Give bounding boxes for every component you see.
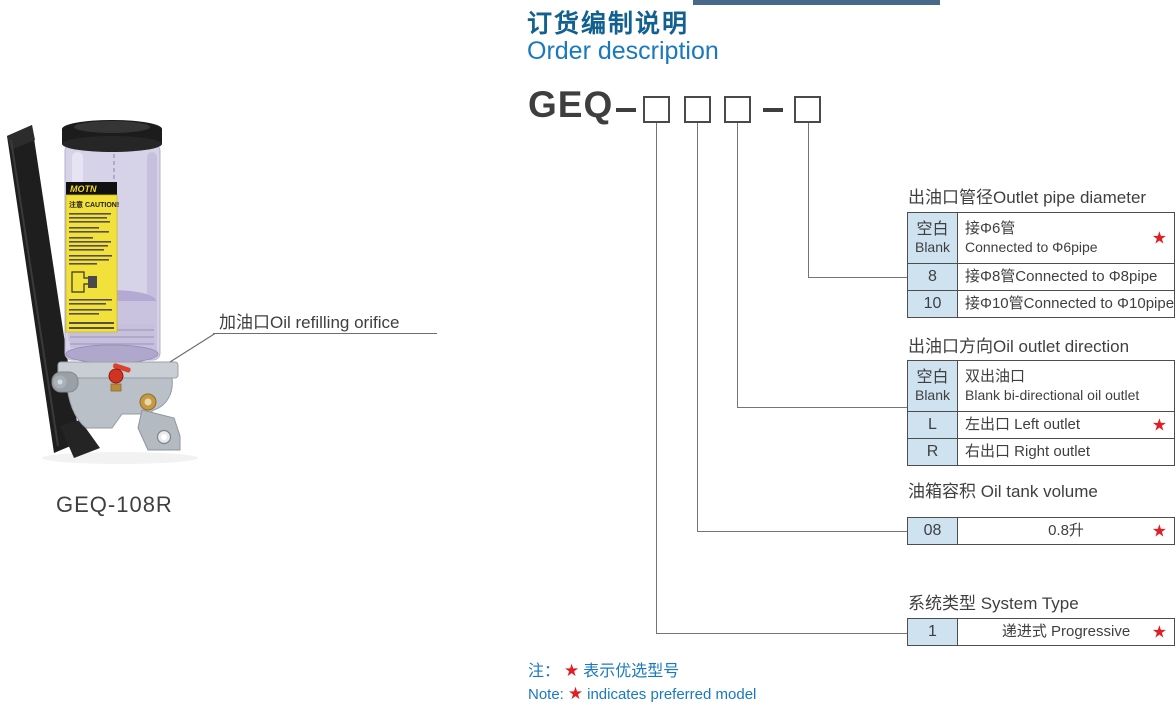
brass-outlet-fitting bbox=[139, 393, 157, 411]
callout-leader-line bbox=[213, 333, 437, 334]
order-code-box-1 bbox=[643, 96, 670, 123]
pump-base bbox=[51, 361, 181, 451]
pump-link bbox=[60, 420, 100, 458]
preferred-star-icon: ★ bbox=[1151, 228, 1167, 248]
page-top-bar bbox=[693, 0, 940, 5]
order-code-prefix: GEQ bbox=[528, 84, 614, 125]
table-header-system-type: 系统类型 System Type bbox=[908, 594, 1079, 613]
connector-line bbox=[808, 123, 809, 277]
order-code-box-2 bbox=[684, 96, 711, 123]
callout-leader-diagonal bbox=[169, 332, 216, 363]
code-cell: 10 bbox=[908, 291, 958, 317]
page-title-cn: 订货编制说明 bbox=[527, 10, 690, 38]
pump-shadow bbox=[42, 452, 198, 464]
connector-line bbox=[656, 123, 657, 633]
table-row: 1 递进式 Progressive★ bbox=[908, 619, 1174, 645]
code-cell: L bbox=[908, 412, 958, 438]
code-cell: R bbox=[908, 439, 958, 465]
preferred-star-icon: ★ bbox=[1151, 415, 1167, 435]
spec-table-system-type: 1 递进式 Progressive★ bbox=[907, 618, 1175, 646]
label-diagram bbox=[71, 271, 97, 293]
pump-warning-label: MOTN 注意 CAUTION! bbox=[65, 182, 119, 333]
table-row: 10 接Φ10管Connected to Φ10pipe bbox=[908, 290, 1174, 317]
table-header-oil-outlet-direction: 出油口方向Oil outlet direction bbox=[908, 337, 1130, 356]
description-cell: 接Φ8管Connected to Φ8pipe bbox=[965, 268, 1158, 286]
spec-table-oil-tank-volume: 08 0.8升★ bbox=[907, 517, 1175, 545]
note-line-cn: 注：★表示优选型号 bbox=[528, 657, 679, 681]
preferred-star-icon: ★ bbox=[1151, 622, 1167, 642]
description-cell: 右出口 Right outlet bbox=[965, 443, 1091, 461]
connector-line bbox=[737, 123, 738, 407]
note-prefix-cn: 注： bbox=[528, 663, 561, 680]
label-text-lines bbox=[69, 213, 112, 265]
order-code-dash bbox=[616, 108, 636, 112]
connector-line bbox=[656, 633, 907, 634]
oil-refill-callout-label: 加油口Oil refilling orifice bbox=[219, 313, 400, 332]
description-cell: 左出口 Left outlet★ bbox=[965, 415, 1167, 435]
connector-line bbox=[697, 123, 698, 531]
connector-line bbox=[697, 531, 907, 532]
code-cell: 08 bbox=[908, 518, 958, 544]
preferred-star-icon: ★ bbox=[564, 661, 580, 680]
note-line-en: Note:★indicates preferred model bbox=[528, 684, 756, 704]
order-code-box-4 bbox=[794, 96, 821, 123]
description-cell: 接Φ10管Connected to Φ10pipe bbox=[965, 295, 1174, 313]
preferred-star-icon: ★ bbox=[567, 684, 584, 703]
description-cell: 0.8升★ bbox=[1048, 521, 1167, 541]
pump-cap bbox=[62, 120, 162, 152]
note-prefix-en: Note: bbox=[528, 686, 564, 703]
note-text-en: indicates preferred model bbox=[587, 686, 757, 703]
table-row: 08 0.8升★ bbox=[908, 518, 1174, 544]
code-cell: 8 bbox=[908, 264, 958, 290]
label-brand-text: MOTN bbox=[70, 184, 97, 194]
code-cell: 1 bbox=[908, 619, 958, 645]
order-code-box-3 bbox=[724, 96, 751, 123]
pump-illustration: MOTN 注意 CAUTION! bbox=[7, 120, 198, 464]
order-code-dash bbox=[763, 108, 783, 112]
product-model-caption: GEQ-108R bbox=[56, 492, 173, 517]
description-cell: 递进式 Progressive★ bbox=[1001, 622, 1167, 642]
table-row: L 左出口 Left outlet★ bbox=[908, 411, 1174, 438]
connector-line bbox=[808, 277, 907, 278]
table-row: 8 接Φ8管Connected to Φ8pipe bbox=[908, 263, 1174, 290]
table-row: R 右出口 Right outlet bbox=[908, 438, 1174, 465]
label-text-lines-bottom bbox=[69, 299, 114, 329]
label-caution-text: 注意 CAUTION! bbox=[69, 200, 119, 209]
note-text-cn: 表示优选型号 bbox=[583, 663, 680, 680]
page-title-en: Order description bbox=[527, 37, 719, 65]
oil-refill-fitting bbox=[108, 363, 131, 392]
table-header-oil-tank-volume: 油箱容积 Oil tank volume bbox=[908, 482, 1098, 501]
connector-line bbox=[737, 407, 907, 408]
preferred-star-icon: ★ bbox=[1151, 521, 1167, 541]
table-header-outlet-pipe-diameter: 出油口管径Outlet pipe diameter bbox=[908, 188, 1147, 207]
